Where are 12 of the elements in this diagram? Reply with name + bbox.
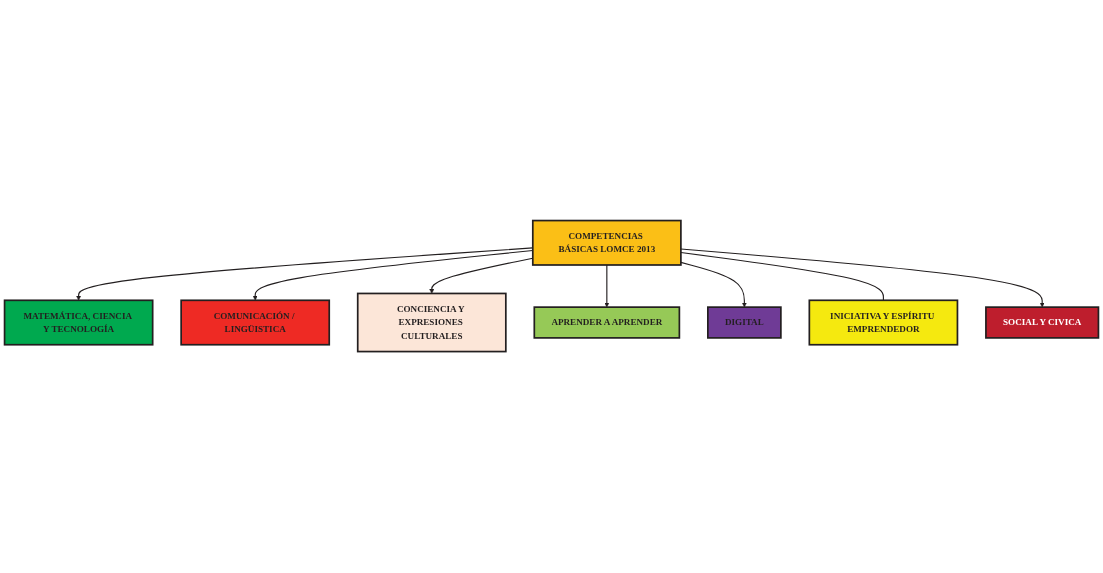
arrow [604,264,610,308]
node-box: COMPETENCIAS BÁSICAS LOMCE 2013 [531,220,682,267]
node-box: MATEMÁTICA, CIENCIA Y TECNOLOGÍA [3,299,154,347]
node-box: DIGITAL [707,306,782,340]
node-box: INICIATIVA Y ESPÍRITU EMPRENDEDOR [808,299,959,347]
node-box: APRENDER A APRENDER [533,306,681,340]
arrow [680,262,747,308]
arrow [680,248,1045,308]
node-box: COMUNICACIÓN / LINGÜISTICA [180,299,331,347]
connector [680,252,884,302]
node-box: SOCIAL Y CIVICA [985,306,1100,340]
node-box: CONCIENCIA Y EXPRESIONES CULTURALES [356,293,507,353]
